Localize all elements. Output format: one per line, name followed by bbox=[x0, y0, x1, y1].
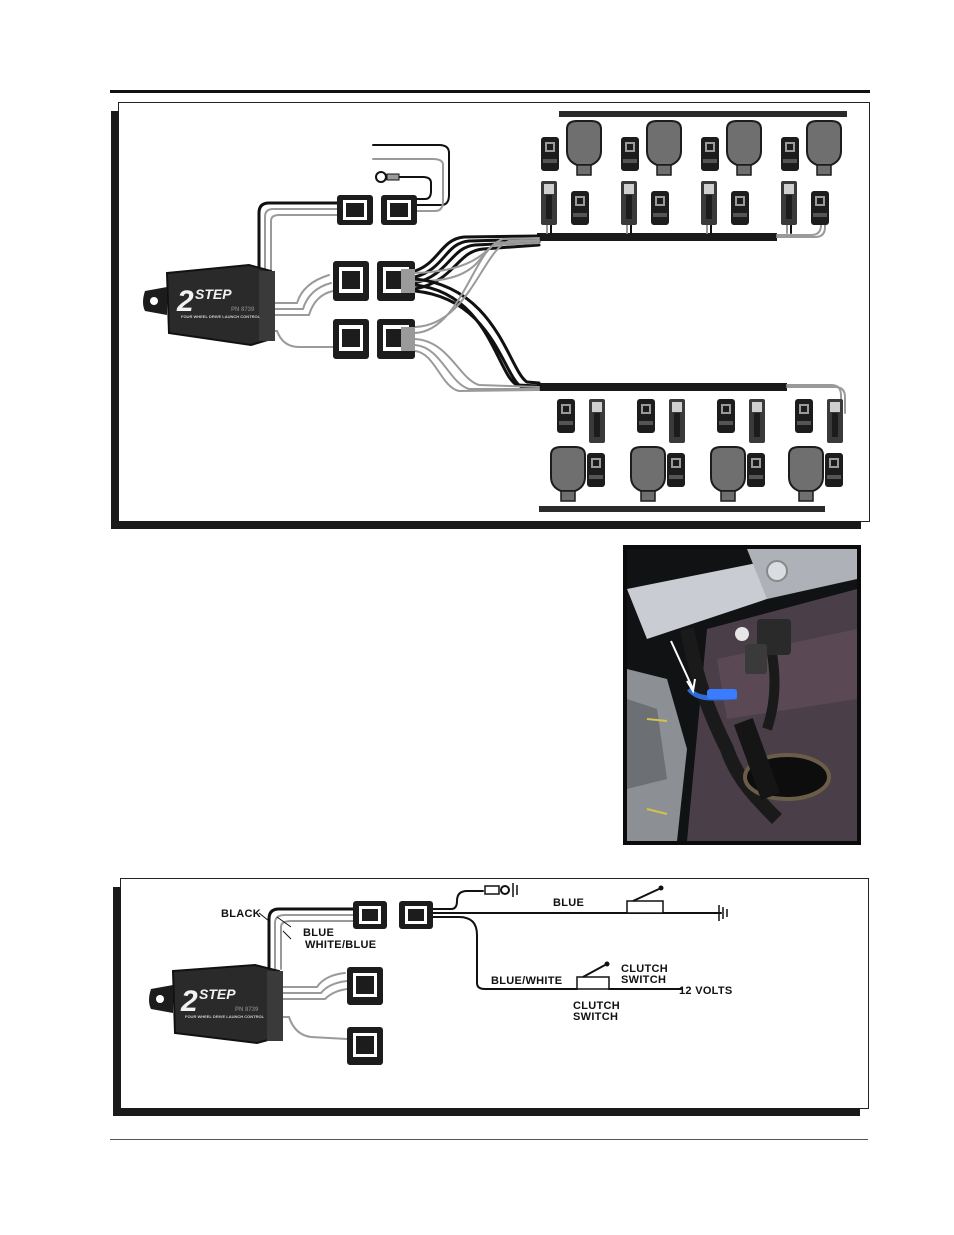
upper-input-connector-pair bbox=[337, 195, 417, 225]
bottom-rule bbox=[110, 1139, 868, 1140]
module-subtitle: FOUR WHEEL DRIVE LAUNCH CONTROL bbox=[185, 1014, 265, 1019]
lower-connector bbox=[347, 1027, 383, 1065]
upper-clutch-switch bbox=[627, 886, 727, 922]
photo-svg bbox=[627, 549, 857, 841]
top-connector-pair bbox=[353, 901, 433, 929]
two-step-module: 2 STEP FOUR WHEEL DRIVE LAUNCH CONTROL P… bbox=[149, 965, 283, 1043]
top-rule bbox=[110, 90, 870, 93]
two-step-module: 2 STEP FOUR WHEEL DRIVE LAUNCH CONTROL P… bbox=[143, 265, 275, 345]
ground-ring-terminal bbox=[485, 883, 517, 897]
module-part-number: PN 8739 bbox=[231, 307, 255, 313]
middle-coil-connector-pair bbox=[333, 261, 415, 301]
label-black: BLACK bbox=[221, 908, 261, 920]
panel-shadow-bottom bbox=[111, 521, 861, 529]
lower-coil-connector-pair bbox=[333, 319, 415, 359]
upper-coil-row bbox=[541, 121, 841, 225]
lower-harness-loom bbox=[537, 383, 787, 391]
coil-harness-svg: 2 STEP FOUR WHEEL DRIVE LAUNCH CONTROL P… bbox=[119, 103, 869, 521]
lower-clutch-switch bbox=[577, 962, 610, 990]
label-clutch-switch-upper-2: SWITCH bbox=[621, 974, 666, 986]
panel-shadow-left bbox=[113, 887, 121, 1116]
installation-photo bbox=[623, 545, 861, 845]
middle-connector bbox=[347, 967, 383, 1005]
label-blue-white: BLUE/WHITE bbox=[491, 975, 562, 987]
label-twelve-volts: 12 VOLTS bbox=[679, 985, 733, 997]
module-logo-word: STEP bbox=[199, 986, 236, 1002]
wiring-diagram-clutch-switch: 2 STEP FOUR WHEEL DRIVE LAUNCH CONTROL P… bbox=[120, 878, 869, 1109]
label-white-blue: WHITE/BLUE bbox=[305, 939, 376, 951]
upper-coil-rail bbox=[559, 111, 847, 117]
panel-shadow-left bbox=[111, 111, 119, 529]
module-logo-word: STEP bbox=[195, 286, 232, 302]
label-clutch-switch-lower-2: SWITCH bbox=[573, 1011, 618, 1023]
lower-coil-row bbox=[551, 399, 843, 501]
wiring-diagram-coil-harness: 2 STEP FOUR WHEEL DRIVE LAUNCH CONTROL P… bbox=[118, 102, 870, 522]
clutch-switch-svg: 2 STEP FOUR WHEEL DRIVE LAUNCH CONTROL P… bbox=[121, 879, 868, 1108]
lower-coil-rail bbox=[539, 506, 825, 512]
panel-shadow-bottom bbox=[113, 1108, 860, 1116]
module-part-number: PN 8739 bbox=[235, 1007, 259, 1013]
label-blue-left: BLUE bbox=[303, 927, 334, 939]
module-subtitle: FOUR WHEEL DRIVE LAUNCH CONTROL bbox=[181, 314, 261, 319]
label-blue-top: BLUE bbox=[553, 897, 584, 909]
ground-ring-terminal bbox=[376, 172, 399, 182]
upper-harness-loom bbox=[537, 233, 777, 241]
